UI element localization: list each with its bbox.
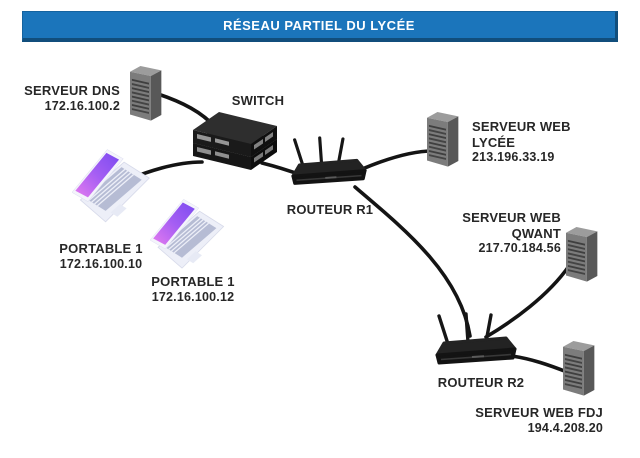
serveur-web-lycee-name-2: LYCÉE (472, 134, 516, 150)
router-r2-icon (434, 312, 518, 372)
server-web-fdj-icon (563, 341, 601, 400)
portable-1b-ip: 172.16.100.12 (151, 289, 235, 304)
router-r1-icon (290, 136, 368, 192)
serveur-dns-ip: 172.16.100.2 (44, 98, 120, 113)
serveur-dns-label: SERVEUR DNS 172.16.100.2 (14, 83, 120, 114)
routeur-r1-name: ROUTEUR R1 (286, 202, 374, 217)
routeur-r2-label: ROUTEUR R2 (436, 375, 526, 391)
diagram-title: RÉSEAU PARTIEL DU LYCÉE (223, 17, 415, 33)
serveur-web-fdj-ip: 194.4.208.20 (527, 420, 603, 435)
portable-1a-ip: 172.16.100.10 (59, 256, 143, 271)
routeur-r2-name: ROUTEUR R2 (437, 375, 525, 390)
switch-icon (193, 112, 277, 180)
serveur-web-qwant-name-2: QWANT (511, 225, 561, 241)
server-web-qwant-icon (566, 227, 604, 286)
server-dns-icon (130, 66, 168, 125)
title-bar: RÉSEAU PARTIEL DU LYCÉE (22, 11, 618, 42)
laptop-1-icon (72, 146, 156, 227)
link-r2-fdj (510, 354, 569, 374)
serveur-web-qwant-name-1: SERVEUR WEB (462, 210, 561, 225)
serveur-dns-name: SERVEUR DNS (24, 83, 120, 98)
serveur-web-lycee-label: SERVEUR WEB LYCÉE 213.196.33.19 (472, 119, 592, 166)
link-r1-lycee (358, 149, 435, 172)
portable-1a-label: PORTABLE 1 172.16.100.10 (51, 241, 151, 272)
portable-1a-name: PORTABLE 1 (59, 241, 143, 256)
serveur-web-lycee-name-1: SERVEUR WEB (472, 119, 571, 134)
portable-1b-name: PORTABLE 1 (151, 274, 235, 289)
serveur-web-qwant-ip: 217.70.184.56 (478, 241, 561, 255)
link-qwant-r2 (484, 264, 571, 339)
serveur-web-fdj-label: SERVEUR WEB FDJ 194.4.208.20 (470, 405, 603, 436)
portable-1b-label: PORTABLE 1 172.16.100.12 (143, 274, 243, 305)
server-web-lycee-icon (427, 112, 465, 171)
switch-label: SWITCH (218, 93, 298, 109)
serveur-web-lycee-ip: 213.196.33.19 (472, 150, 555, 164)
routeur-r1-label: ROUTEUR R1 (285, 202, 375, 218)
serveur-web-qwant-label: SERVEUR WEB QWANT 217.70.184.56 (440, 210, 561, 257)
switch-name: SWITCH (231, 93, 285, 108)
laptop-2-icon (150, 196, 230, 273)
serveur-web-fdj-name: SERVEUR WEB FDJ (475, 405, 603, 420)
